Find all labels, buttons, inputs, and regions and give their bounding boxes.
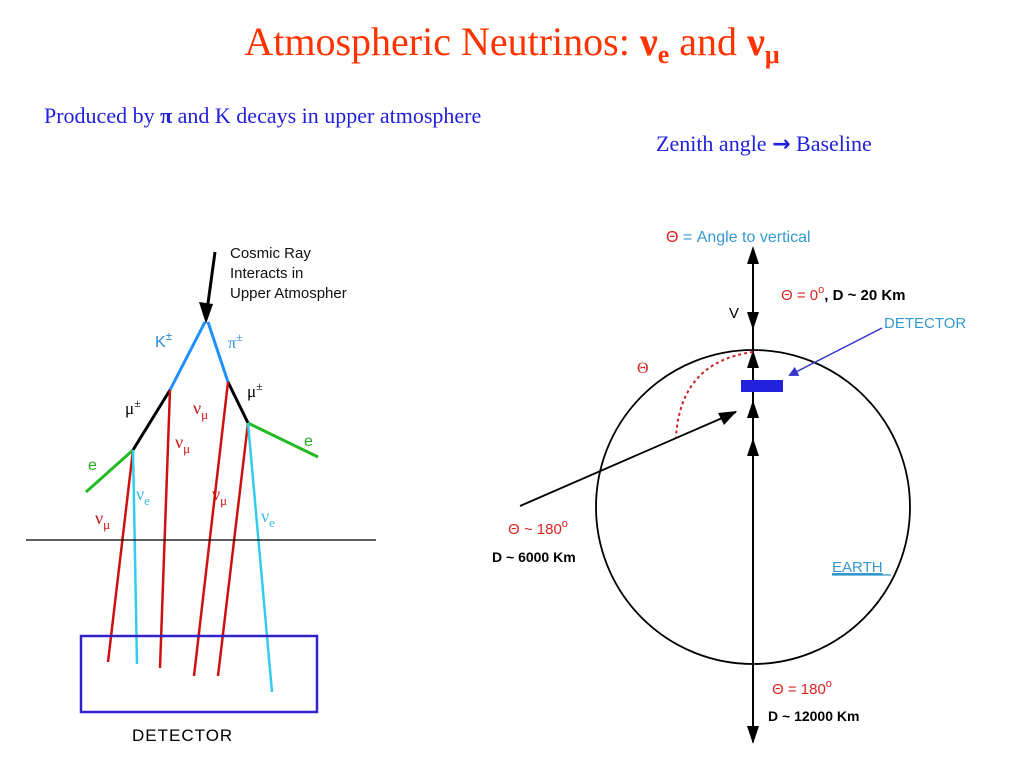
- subtitle-before: Produced by: [44, 103, 161, 128]
- electron-track-right: [247, 421, 319, 459]
- nu-mu-label-3: νμ: [212, 484, 227, 508]
- up-arrow-icon: [747, 246, 759, 264]
- nu-e-label-2: νe: [261, 506, 275, 530]
- electron-label-right: e: [304, 433, 313, 450]
- cosmic-ray-label-line3: Upper Atmospher: [230, 285, 347, 302]
- title-and: and: [669, 19, 748, 64]
- cosmic-ray-arrowhead-icon: [199, 302, 213, 324]
- angle-legend: Θ = Angle to vertical: [666, 229, 811, 246]
- cosmic-ray-label-line1: Cosmic Ray: [230, 245, 311, 262]
- slide-title: Atmospheric Neutrinos: νe and νμ: [0, 18, 1024, 70]
- subtitle-after: and K decays in upper atmosphere: [172, 103, 482, 128]
- pion-track: [206, 321, 230, 383]
- zenith-baseline-text: Zenith angle → Baseline: [656, 131, 872, 157]
- zenith-left: Zenith angle: [656, 131, 773, 156]
- theta-arc: [675, 351, 754, 439]
- nu-mu-label-4: νμ: [95, 508, 110, 532]
- theta-arc-label: Θ: [637, 360, 649, 377]
- detector-box: [79, 634, 319, 714]
- zenith-right: Baseline: [790, 131, 872, 156]
- nu-mu-track-4: [216, 422, 250, 677]
- title-prefix: Atmospheric Neutrinos:: [244, 19, 640, 64]
- nu-mu-track-3: [106, 449, 135, 663]
- side-case-angle-label: Θ ~ 180o: [508, 518, 568, 538]
- earth-diagram: Θ = Angle to vertical V Θ = 0o, D ~ 20 K…: [492, 229, 966, 744]
- cosmic-ray-label-line2: Interacts in: [230, 265, 303, 282]
- muon-track-left: [131, 389, 172, 451]
- nu-mu-label-1: νμ: [193, 398, 208, 422]
- nu-e-track-1: [131, 449, 139, 665]
- kaon-track: [168, 321, 207, 391]
- detector-label-left: DETECTOR: [132, 726, 233, 745]
- muon-label-right: μ±: [247, 379, 263, 401]
- earth-label: EARTH: [832, 559, 883, 576]
- bottom-case-angle-label: Θ = 180o: [772, 678, 832, 698]
- nu-mu-label-2: νμ: [175, 432, 190, 456]
- nu-e-label-1: νe: [136, 484, 150, 508]
- subtitle-pi: π: [160, 103, 173, 128]
- pion-label: π±: [228, 330, 243, 352]
- down-arrow-top-icon: [747, 312, 759, 330]
- title-sub-e: e: [657, 40, 670, 69]
- angled-neutrino-path: [519, 411, 737, 507]
- top-case-label: Θ = 0o, D ~ 20 Km: [781, 284, 906, 304]
- detector-marker: [741, 380, 783, 392]
- up-arrow-lower-icon: [747, 400, 759, 418]
- title-nu-mu: ν: [747, 19, 765, 64]
- electron-track-left: [85, 448, 134, 494]
- electron-label-left: e: [88, 457, 97, 474]
- up-arrow-center-icon: [747, 438, 759, 456]
- nu-e-track-2: [246, 422, 274, 693]
- muon-label-left: μ±: [125, 396, 141, 418]
- vertical-label: V: [729, 305, 739, 322]
- kaon-label: K±: [155, 329, 173, 351]
- nu-mu-track-2: [192, 381, 230, 677]
- subtitle: Produced by π and K decays in upper atmo…: [44, 103, 481, 129]
- air-shower-diagram: Cosmic Ray Interacts in Upper Atmospher …: [26, 245, 376, 745]
- title-nu-e: ν: [639, 19, 658, 64]
- muon-track-right: [226, 381, 250, 424]
- nu-mu-track-1: [158, 389, 172, 669]
- down-arrow-bottom-icon: [747, 726, 759, 744]
- arrow-right-icon: →: [772, 132, 791, 157]
- title-sub-mu: μ: [764, 40, 780, 69]
- detector-label-right: DETECTOR: [884, 315, 966, 332]
- bottom-case-distance-label: D ~ 12000 Km: [768, 708, 859, 724]
- side-case-distance-label: D ~ 6000 Km: [492, 549, 576, 565]
- up-arrow-mid-icon: [747, 350, 759, 368]
- angled-arrow-icon: [718, 411, 737, 425]
- detector-pointer: [788, 327, 883, 376]
